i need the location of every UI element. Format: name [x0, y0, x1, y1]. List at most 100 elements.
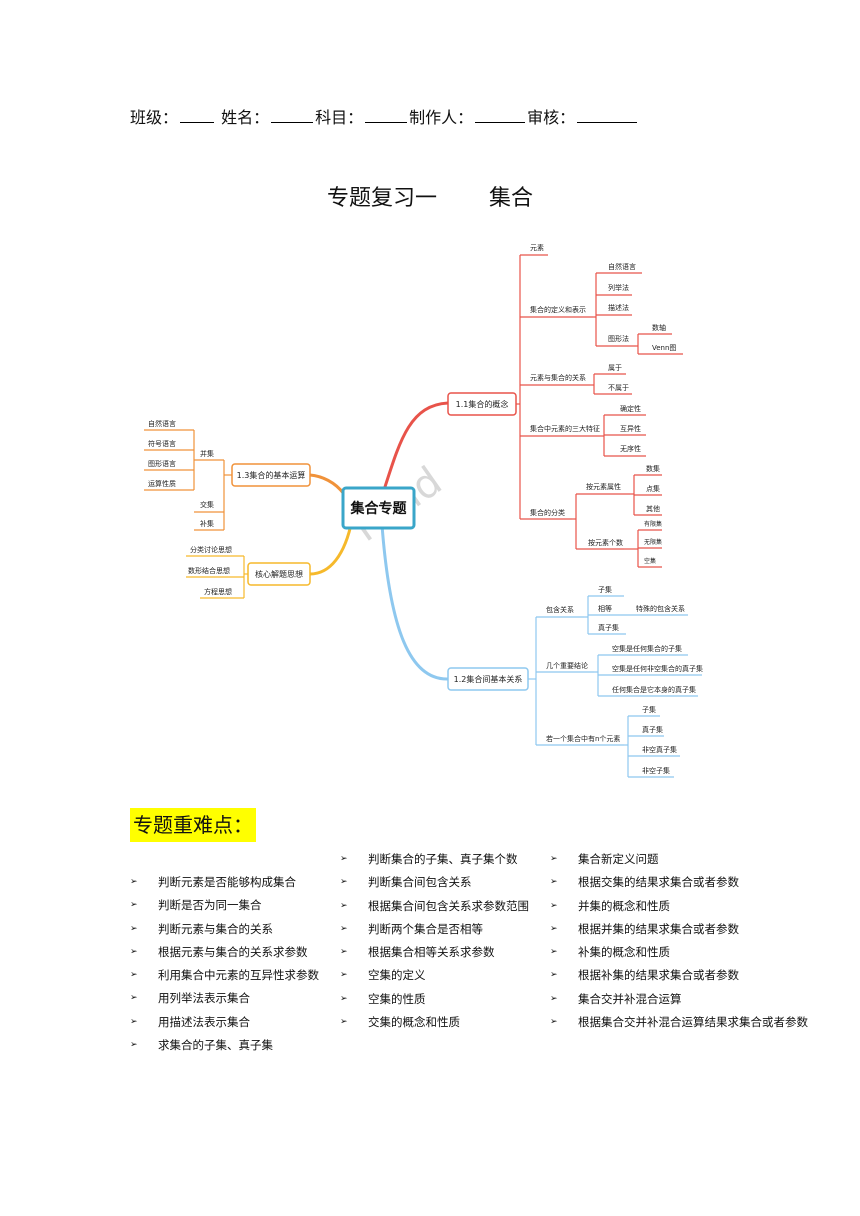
key-point-item: ➢判断集合间包含关系: [340, 871, 529, 894]
key-point-text: 根据集合相等关系求参数: [368, 945, 495, 960]
node-miaoshufa: 描述法: [608, 303, 629, 312]
node-dingyi: 集合的定义和表示: [530, 305, 586, 314]
key-point-text: 补集的概念和性质: [578, 945, 670, 960]
key-point-item: ➢根据补集的结果求集合或者参数: [550, 964, 808, 987]
key-point-item: ➢ 根据集合间包含关系求参数范围: [340, 895, 529, 918]
node-an-shuxing: 按元素属性: [586, 482, 621, 491]
key-point-text: 判断两个集合是否相等: [368, 921, 483, 936]
subject-blank: [365, 106, 408, 123]
arrow-bullet-icon: ➢: [550, 900, 558, 911]
node-b11: 1.1集合的概念: [456, 399, 509, 409]
node-l2: 符号语言: [148, 439, 176, 448]
arrow-bullet-icon: ➢: [130, 923, 138, 934]
arrow-bullet-icon: ➢: [130, 1040, 138, 1051]
key-point-text: 根据集合间包含关系求参数范围: [368, 898, 529, 913]
key-point-text: 集合交并补混合运算: [578, 991, 682, 1006]
node-baohan: 包含关系: [546, 605, 574, 614]
node-l1: 自然语言: [148, 419, 176, 428]
arrow-bullet-icon: ➢: [550, 970, 558, 981]
connector-center-b12: [380, 524, 449, 681]
node-c3: 方程思想: [204, 587, 232, 596]
arrow-bullet-icon: ➢: [130, 993, 138, 1004]
arrow-bullet-icon: ➢: [550, 923, 558, 934]
key-point-text: 空集的定义: [368, 968, 426, 983]
key-point-text: 判断是否为同一集合: [158, 898, 262, 913]
branch-12-labels: 1.2集合间基本关系 包含关系 子集 相等 特殊的包含关系 真子集 几个重要结论…: [454, 585, 703, 775]
node-bingji: 并集: [200, 449, 214, 458]
document-title: 专题复习一集合: [0, 180, 860, 212]
node-r1: 子集: [642, 705, 656, 714]
node-c1: 分类讨论思想: [190, 545, 232, 554]
node-ruo: 若一个集合中有n个元素: [546, 734, 620, 743]
node-jl1: 空集是任何集合的子集: [612, 644, 682, 653]
title-part2: 集合: [489, 186, 534, 211]
key-point-item: ➢补集的概念和性质: [550, 941, 808, 964]
points-column-2: ➢判断集合的子集、真子集个数➢判断集合间包含关系➢根据集合间包含关系求参数范围➢…: [340, 848, 529, 1034]
node-xiangdeng: 相等: [598, 604, 612, 613]
key-point-item: ➢根据元素与集合的关系求参数: [130, 941, 319, 964]
node-wuxian: 无限集: [644, 538, 662, 546]
node-shuji: 数集: [646, 464, 660, 473]
node-huyi: 互异性: [620, 424, 641, 433]
branch-13-labels: 1.3集合的基本运算 并集 交集 补集 自然语言 符号语言 图形语言 运算性质: [148, 419, 305, 528]
section-title-key-points: 专题重难点：: [130, 808, 256, 842]
branch-11-labels: 1.1集合的概念 元素 集合的定义和表示 自然语言 列举法 描述法 图形法 数轴…: [456, 243, 677, 565]
node-teshu: 特殊的包含关系: [636, 604, 685, 613]
key-point-text: 空集的性质: [368, 991, 426, 1006]
key-point-item: ➢判断两个集合是否相等: [340, 918, 529, 941]
key-point-item: ➢判断是否为同一集合: [130, 894, 319, 917]
arrow-bullet-icon: ➢: [340, 970, 348, 981]
node-ziran: 自然语言: [608, 262, 636, 271]
node-b13: 1.3集合的基本运算: [237, 470, 306, 480]
arrow-bullet-icon: ➢: [340, 993, 348, 1004]
node-fenlei: 集合的分类: [530, 508, 565, 517]
arrow-bullet-icon: ➢: [130, 1016, 138, 1027]
node-zhenziji: 真子集: [598, 623, 619, 632]
key-point-text: 根据并集的结果求集合或者参数: [578, 921, 739, 936]
branch-11-lines: [447, 254, 683, 568]
node-jl2: 空集是任何非空集合的真子集: [612, 664, 703, 673]
key-point-item: ➢判断元素与集合的关系: [130, 918, 319, 941]
key-point-item: ➢根据集合交并补混合运算结果求集合或者参数: [550, 1011, 808, 1034]
node-r3: 非空真子集: [642, 745, 677, 754]
branch-core-labels: 核心解题思想 分类讨论思想 数形结合思想 方程思想: [188, 545, 303, 596]
connector-center-b11: [382, 401, 449, 491]
arrow-bullet-icon: ➢: [130, 946, 138, 957]
branch-12-lines: [447, 595, 702, 778]
node-core: 核心解题思想: [255, 569, 303, 579]
key-point-text: 用描述法表示集合: [158, 1014, 250, 1029]
node-buji: 补集: [200, 519, 214, 528]
class-blank: [180, 106, 215, 123]
node-b12: 1.2集合间基本关系: [454, 674, 523, 684]
node-ziji: 子集: [598, 585, 612, 594]
arrow-bullet-icon: ➢: [550, 877, 558, 888]
reviewer-label: 审核：: [527, 108, 576, 127]
class-label: 班级：: [130, 108, 179, 127]
node-dianji: 点集: [646, 484, 660, 493]
node-jl3: 任何集合是它本身的真子集: [612, 685, 696, 694]
node-wuxu: 无序性: [620, 444, 641, 453]
key-point-text: 利用集合中元素的互异性求参数: [158, 968, 319, 983]
points-column-1: ➢判断元素是否能够构成集合➢判断是否为同一集合➢判断元素与集合的关系➢根据元素与…: [130, 871, 319, 1057]
arrow-bullet-icon: ➢: [340, 854, 348, 864]
node-jielun: 几个重要结论: [546, 661, 588, 670]
key-point-item: ➢ 根据交集的结果求集合或者参数: [550, 871, 808, 894]
node-qita: 其他: [646, 504, 660, 513]
node-an-geshu: 按元素个数: [588, 538, 623, 547]
key-point-text: 根据交集的结果求集合或者参数: [578, 875, 739, 890]
key-point-item: ➢ 根据并集的结果求集合或者参数: [550, 918, 808, 941]
maker-blank: [475, 106, 526, 123]
key-point-text: 求集合的子集、真子集: [158, 1038, 273, 1053]
key-point-item: ➢根据集合相等关系求参数: [340, 941, 529, 964]
arrow-bullet-icon: ➢: [340, 900, 348, 911]
key-point-text: 并集的概念和性质: [578, 898, 670, 913]
node-queding: 确定性: [620, 404, 641, 413]
node-yuansu: 元素: [530, 243, 544, 252]
center-node: [341, 486, 416, 530]
node-youxian: 有限集: [644, 520, 662, 528]
node-shuyu: 属于: [608, 364, 622, 372]
node-kongji: 空集: [644, 557, 656, 565]
key-point-item: ➢ 空集的性质: [340, 988, 529, 1011]
arrow-bullet-icon: ➢: [550, 854, 558, 864]
key-point-item: ➢交集的概念和性质: [340, 1011, 529, 1034]
